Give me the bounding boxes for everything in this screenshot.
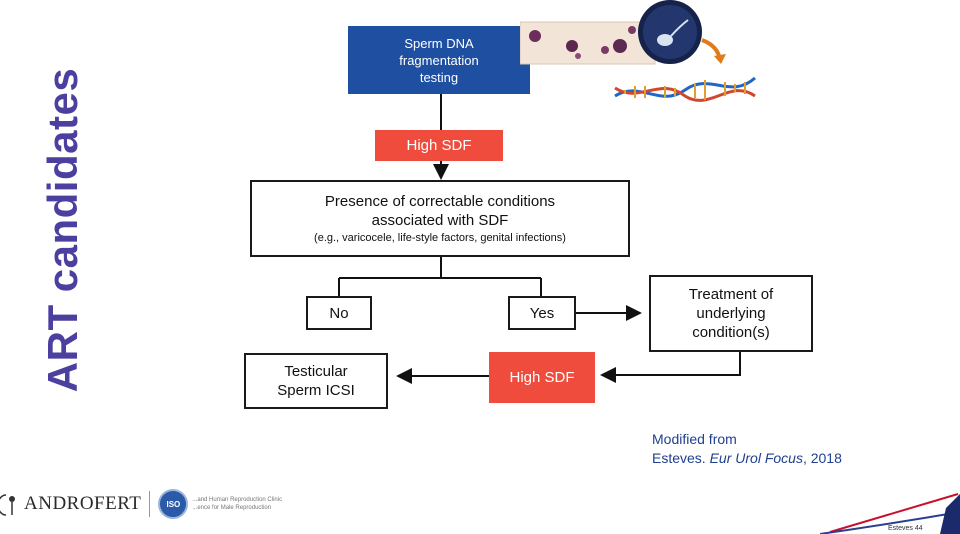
condition-note: (e.g., varicocele, life-style factors, g…: [314, 231, 566, 244]
treatment-label: Treatment of underlying condition(s): [688, 286, 774, 341]
no-label: No: [329, 304, 349, 322]
footer-branding: ANDROFERT ISO ...and Human Reproduction …: [0, 489, 282, 519]
condition-line1: Presence of correctable conditions: [324, 192, 556, 210]
androfert-logo-icon: [0, 494, 15, 516]
footer-tagline-1: ...and Human Reproduction Clinic: [192, 497, 283, 503]
brand-name: ANDROFERT: [24, 493, 142, 514]
footer-tagline-2: ...ence for Male Reproduction: [192, 505, 272, 511]
connector-treatment-high: [600, 350, 741, 383]
high-sdf-box: High SDF: [375, 130, 503, 161]
condition-line2: associated with SDF: [371, 211, 509, 229]
corner-text: Esteves 44: [888, 525, 923, 532]
corner-swoosh: Esteves 44: [820, 493, 960, 534]
dna-strand-blue: [614, 76, 756, 98]
no-box: No: [306, 296, 372, 330]
citation-year: , 2018: [802, 450, 842, 466]
citation: Modified from Esteves. Eur Urol Focus, 2…: [652, 430, 842, 468]
iso-badge-icon: ISO: [158, 489, 189, 519]
result-label: Testicular Sperm ICSI: [277, 363, 355, 399]
footer-tagline: ...and Human Reproduction Clinic ...ence…: [192, 496, 282, 512]
citation-line2: Esteves. Eur Urol Focus, 2018: [652, 449, 842, 468]
yes-box: Yes: [508, 296, 576, 330]
dna-strand-red: [614, 86, 756, 102]
start-label: Sperm DNA fragmentation testing: [399, 35, 479, 85]
high-sdf-label: High SDF: [406, 137, 472, 154]
sperm-dna-illustration: [520, 0, 756, 102]
citation-journal: Eur Urol Focus: [709, 450, 803, 466]
high-sdf-box-2: High SDF: [489, 352, 595, 403]
high-sdf-label-2: High SDF: [509, 369, 575, 386]
start-box: Sperm DNA fragmentation testing: [348, 26, 530, 94]
result-box: Testicular Sperm ICSI: [244, 353, 388, 409]
yes-label: Yes: [529, 304, 555, 322]
condition-box: Presence of correctable conditions assoc…: [250, 180, 630, 257]
citation-author: Esteves.: [652, 450, 706, 466]
footer-divider: [149, 491, 151, 517]
citation-line1: Modified from: [652, 431, 737, 447]
iso-badge-label: ISO: [166, 499, 181, 509]
treatment-box: Treatment of underlying condition(s): [649, 275, 813, 352]
